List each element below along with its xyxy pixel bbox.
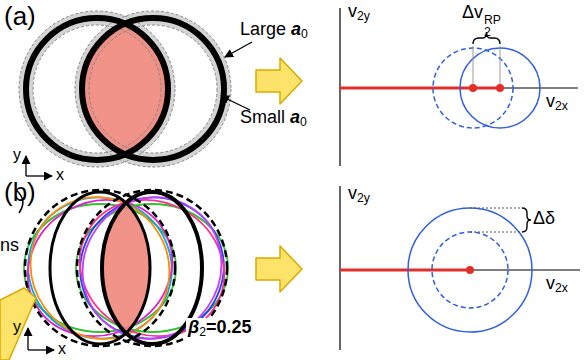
axis-arrow xyxy=(28,349,54,350)
label-text: x xyxy=(58,340,66,357)
v2-plane-b xyxy=(340,186,580,350)
deformation-label: β2=0.25 xyxy=(186,318,254,340)
label-text: 2 xyxy=(484,26,501,38)
axis-label: v2x xyxy=(546,92,568,114)
label-text: a xyxy=(291,19,301,39)
axis-label: y xyxy=(13,318,21,336)
label-text: RP xyxy=(484,14,501,26)
label-text: 2 xyxy=(199,325,206,339)
axis-label: v2y xyxy=(348,2,370,24)
label-text: v xyxy=(546,273,555,293)
label-text: 2x xyxy=(555,281,568,295)
axis-arrow xyxy=(25,156,26,176)
panel-letter: (a) xyxy=(4,2,36,31)
leader-line xyxy=(225,42,252,57)
width-label: Δδ xyxy=(533,209,555,229)
v2-plane-a xyxy=(340,8,578,166)
label-text: y xyxy=(13,146,21,163)
label-text: 2x xyxy=(555,99,568,113)
label-text: v xyxy=(348,183,357,203)
label-text: β xyxy=(188,317,199,337)
nucleus-a xyxy=(19,11,231,167)
label-text: Δδ xyxy=(533,208,555,228)
block-arrow xyxy=(256,58,302,104)
label-text: a xyxy=(290,107,300,127)
label-text: x xyxy=(56,166,64,183)
label-text: 0 xyxy=(301,27,308,41)
band-label: Largea0 xyxy=(240,20,308,42)
axis-arrow xyxy=(26,175,52,176)
axis-arrow xyxy=(27,328,28,350)
axis-label: v2y xyxy=(348,184,370,206)
label-text: v xyxy=(348,1,357,21)
axis-label: v2x xyxy=(546,274,568,296)
band-label: Smalla0 xyxy=(240,108,307,130)
label-text: Δv xyxy=(462,2,483,22)
axis-label: x xyxy=(58,340,66,358)
fragment-text: ns xyxy=(0,236,19,256)
label-text: 2y xyxy=(357,191,370,205)
label-text: 0 xyxy=(300,115,307,129)
label-text: Large xyxy=(240,19,286,39)
label-text: (b) xyxy=(4,177,36,207)
block-arrow-fragment xyxy=(0,288,36,360)
label-text: y xyxy=(13,318,21,335)
axis-label: x xyxy=(56,166,64,184)
label-text: ns xyxy=(0,235,19,255)
label-text: (a) xyxy=(4,1,36,31)
panel-letter: (b) xyxy=(4,178,36,207)
label-text: =0.25 xyxy=(206,317,252,337)
label-text: v xyxy=(546,91,555,111)
label-text: Small xyxy=(240,107,285,127)
shift-label: ΔvRP2 xyxy=(462,3,501,39)
label-text: 2y xyxy=(357,9,370,23)
sub-sup-stack: RP2 xyxy=(484,14,501,38)
block-arrow xyxy=(256,246,302,292)
axis-label: y xyxy=(13,146,21,164)
